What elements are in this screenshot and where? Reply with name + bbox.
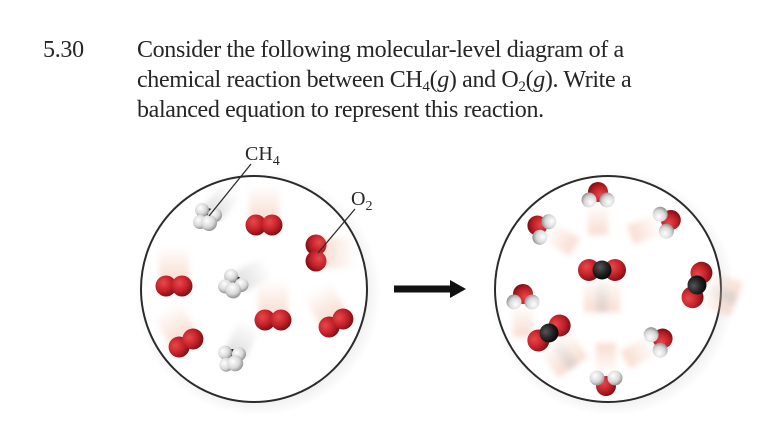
h2o-molecule bbox=[506, 284, 540, 337]
o2-molecule bbox=[305, 234, 356, 272]
text-run: ). Write a bbox=[544, 67, 632, 93]
o2-molecule bbox=[245, 185, 283, 236]
problem-statement: Consider the following molecular-level d… bbox=[137, 35, 757, 125]
ch4-molecule bbox=[218, 256, 274, 299]
italic-state: g bbox=[437, 67, 449, 93]
arrow-shaft bbox=[394, 285, 452, 293]
ch4-leader-line bbox=[208, 163, 252, 217]
o2-molecule bbox=[153, 300, 204, 358]
h2o-molecule bbox=[527, 214, 580, 256]
svg-text:CH4: CH4 bbox=[245, 143, 280, 169]
reaction-arrow bbox=[394, 280, 466, 298]
problem-line: Consider the following molecular-level d… bbox=[137, 35, 757, 65]
text-run: chemical reaction between CH bbox=[137, 67, 423, 93]
italic-state: g bbox=[533, 67, 545, 93]
ch4-molecule bbox=[218, 318, 260, 372]
o2-label-subscript: 2 bbox=[365, 199, 372, 214]
ch4-label-text: CH bbox=[245, 143, 273, 165]
h2o-molecule bbox=[620, 327, 673, 369]
o2-molecule bbox=[303, 280, 354, 338]
reactants-panel bbox=[135, 170, 381, 416]
problem-number: 5.30 bbox=[43, 37, 84, 63]
product-molecules bbox=[506, 182, 743, 396]
o2-label-text: O bbox=[351, 188, 365, 210]
co2-molecule bbox=[578, 259, 626, 312]
o2-label: O2 bbox=[317, 188, 372, 254]
text-run: Consider the following molecular-level d… bbox=[137, 37, 624, 63]
text-run: ( bbox=[525, 67, 534, 93]
problem-line: balanced equation to represent this reac… bbox=[137, 95, 757, 125]
reactant-molecules bbox=[153, 180, 356, 372]
text-run: ) and O bbox=[448, 67, 519, 93]
h2o-molecule bbox=[589, 343, 623, 396]
text-run: balanced equation to represent this reac… bbox=[137, 97, 544, 123]
co2-molecule bbox=[527, 314, 588, 378]
text-run: ( bbox=[429, 67, 438, 93]
problem-line: chemical reaction between CH4(g) and O2(… bbox=[137, 65, 757, 95]
h2o-molecule bbox=[581, 182, 615, 235]
subscript: 2 bbox=[518, 79, 526, 95]
ch4-label: CH4 bbox=[208, 143, 280, 217]
o2-leader-line bbox=[317, 208, 356, 254]
ch4-label-subscript: 4 bbox=[273, 154, 280, 169]
o2-molecule bbox=[254, 280, 292, 331]
products-panel bbox=[489, 170, 743, 416]
subscript: 4 bbox=[422, 79, 430, 95]
arrow-head-icon bbox=[450, 280, 466, 298]
co2-molecule bbox=[681, 261, 743, 317]
h2o-molecule bbox=[626, 206, 681, 245]
o2-molecule bbox=[155, 246, 193, 297]
svg-text:O2: O2 bbox=[351, 188, 372, 214]
